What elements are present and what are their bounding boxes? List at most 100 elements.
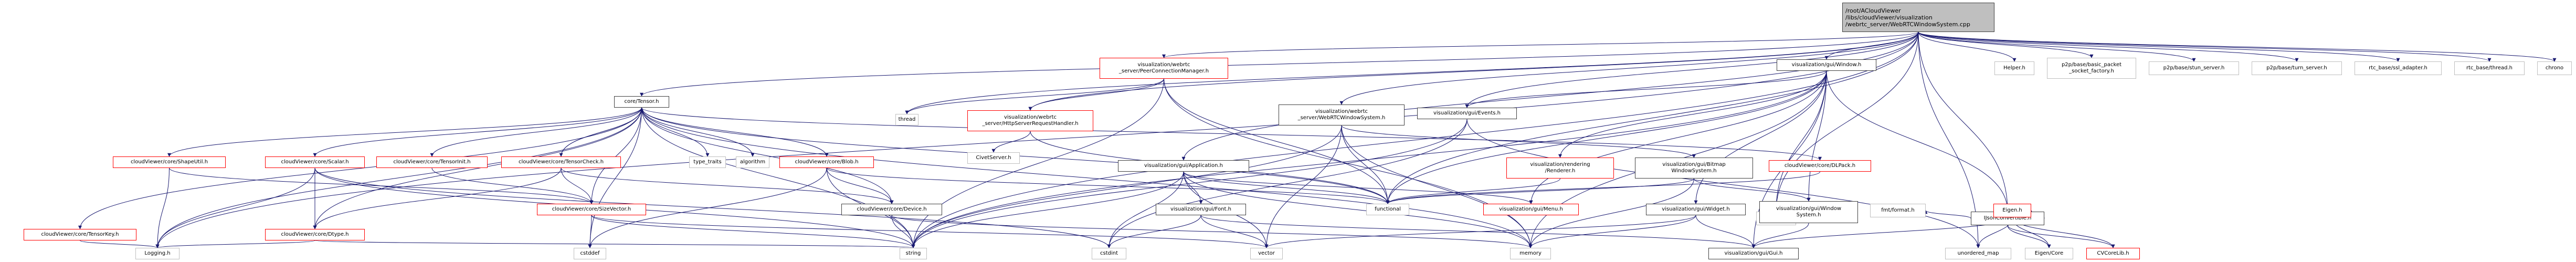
node-bitmap-window-system[interactable]: visualization/gui/Bitmap WindowSystem.h xyxy=(1635,158,1753,179)
edge-root-to-events xyxy=(1465,32,1919,108)
node-root-file[interactable]: /root/ACloudViewer /libs/cloudViewer/vis… xyxy=(1842,3,1994,32)
edge-sizevector-to-cstddef xyxy=(588,215,592,248)
node-gui-window-system[interactable]: visualization/gui/Window System.h xyxy=(1759,201,1858,223)
edge-blob-to-functional xyxy=(826,167,1390,204)
edge-root-to-rthread xyxy=(1918,32,2491,62)
edge-ijson-to-cvcorelib xyxy=(2007,225,2115,248)
edge-root-to-functional xyxy=(1386,32,1919,204)
edge-tensorcheck-to-tensor xyxy=(561,107,643,157)
node-eigen[interactable]: Eigen.h xyxy=(1993,204,2031,217)
node-type-traits[interactable]: type_traits xyxy=(689,156,726,168)
node-tensor-key[interactable]: cloudViewer/core/TensorKey.h xyxy=(24,229,136,240)
edge-tensor-to-cstddef xyxy=(588,107,642,248)
edge-application-to-memory xyxy=(1183,171,1533,248)
node-shape-util[interactable]: cloudViewer/core/ShapeUtil.h xyxy=(113,156,226,168)
node-thread[interactable]: thread xyxy=(895,114,919,125)
node-algorithm[interactable]: algorithm xyxy=(736,156,769,168)
node-webrtc-window-system-h[interactable]: visualization/webrtc _server/WebRTCWindo… xyxy=(1279,104,1405,125)
node-string[interactable]: string xyxy=(900,248,927,259)
node-dtype[interactable]: cloudViewer/core/Dtype.h xyxy=(265,229,365,240)
node-fmt-format[interactable]: fmt/format.h xyxy=(1870,204,1926,217)
node-cstdint[interactable]: cstdint xyxy=(1092,248,1126,259)
node-dlpack[interactable]: cloudViewer/core/DLPack.h xyxy=(1769,160,1871,172)
edge-window-to-string xyxy=(911,70,1827,248)
edge-ijson-to-fmt xyxy=(1924,210,1971,219)
edge-window-to-ijson xyxy=(1826,70,2010,212)
node-core-tensor[interactable]: core/Tensor.h xyxy=(614,96,669,108)
edge-dtype-to-string xyxy=(314,240,915,248)
edge-root-to-http xyxy=(1028,32,1919,111)
node-gui-window[interactable]: visualization/gui/Window.h xyxy=(1777,59,1876,71)
node-gui-application[interactable]: visualization/gui/Application.h xyxy=(1118,160,1249,172)
node-ssl-adapter[interactable]: rtc_base/ssl_adapter.h xyxy=(2355,61,2442,75)
node-turn-server[interactable]: p2p/base/turn_server.h xyxy=(2252,61,2342,75)
edge-widget-to-memory xyxy=(1528,215,1696,248)
edge-widget-to-gui xyxy=(1695,215,1756,248)
node-gui-widget[interactable]: visualization/gui/Widget.h xyxy=(1646,204,1746,215)
edge-root-to-turn xyxy=(1918,32,2299,62)
edge-root-to-string xyxy=(911,32,1919,248)
node-gui-gui[interactable]: visualization/gui/Gui.h xyxy=(1708,248,1799,259)
edge-ijson-to-eigencore xyxy=(2007,225,2051,248)
node-device[interactable]: cloudViewer/core/Device.h xyxy=(841,204,942,215)
edge-tensor-to-device xyxy=(641,107,894,204)
node-gui-menu[interactable]: visualization/gui/Menu.h xyxy=(1483,204,1579,215)
edge-device-to-string xyxy=(891,215,915,248)
edge-tensorcheck-to-dtype xyxy=(313,167,562,229)
edge-font-to-vector xyxy=(1200,215,1269,248)
edge-widget-to-vector xyxy=(1264,215,1696,248)
edge-http-to-civet xyxy=(991,131,1031,153)
node-rtc-thread[interactable]: rtc_base/thread.h xyxy=(2454,61,2525,75)
edge-events-to-umap xyxy=(1466,119,1980,248)
node-size-vector[interactable]: cloudViewer/core/SizeVector.h xyxy=(537,204,646,215)
edge-dtype-to-logging xyxy=(155,240,315,248)
node-unordered-map[interactable]: unordered_map xyxy=(1945,248,2011,259)
edge-peer-to-http xyxy=(1028,78,1164,111)
node-gui-font[interactable]: visualization/gui/Font.h xyxy=(1156,204,1246,215)
edge-peer-to-string xyxy=(911,78,1164,248)
node-http-server-request-handler[interactable]: visualization/webrtc _server/HttpServerR… xyxy=(967,110,1093,131)
edge-root-to-thread xyxy=(905,32,1919,114)
edge-window-to-winsys xyxy=(1807,70,1827,202)
node-stun-server[interactable]: p2p/base/stun_server.h xyxy=(2149,61,2239,75)
edge-blob-to-cstddef xyxy=(588,167,827,248)
node-tensor-init[interactable]: cloudViewer/core/TensorInit.h xyxy=(376,156,488,168)
node-gui-events[interactable]: visualization/gui/Events.h xyxy=(1417,108,1517,119)
node-helper[interactable]: Helper.h xyxy=(1994,61,2034,75)
edge-scalar-to-logging xyxy=(155,167,315,248)
node-logging[interactable]: Logging.h xyxy=(135,248,180,259)
edge-webrtcws-to-bitmapws xyxy=(1341,125,1696,158)
node-eigen-core[interactable]: Eigen/Core xyxy=(2025,248,2073,259)
node-basic-packet-socket-factory[interactable]: p2p/base/basic_packet _socket_factory.h xyxy=(2047,58,2136,79)
node-cstddef[interactable]: cstddef xyxy=(574,248,606,259)
edge-application-to-cstdint xyxy=(1107,171,1184,248)
edge-root-to-peer xyxy=(1162,32,1919,58)
edge-tensor-to-dlpack xyxy=(641,107,1822,161)
edge-window-to-widget xyxy=(1694,70,1827,204)
edge-window-to-functional xyxy=(1386,70,1827,204)
node-civet-server[interactable]: CivetServer.h xyxy=(967,152,1020,164)
node-functional[interactable]: functional xyxy=(1366,204,1409,215)
edge-root-to-helper xyxy=(1918,32,2017,62)
edge-tensorinit-to-sizevector xyxy=(431,167,594,204)
edge-sizevector-to-string xyxy=(591,215,915,248)
edge-winsys-to-gui xyxy=(1751,223,1809,248)
node-vector[interactable]: vector xyxy=(1250,248,1283,259)
node-rendering-renderer[interactable]: visualization/rendering /Renderer.h xyxy=(1506,158,1614,179)
node-tensor-check[interactable]: cloudViewer/core/TensorCheck.h xyxy=(501,156,621,168)
node-scalar[interactable]: cloudViewer/core/Scalar.h xyxy=(265,156,365,168)
edge-tensor-to-scalar xyxy=(313,107,642,157)
node-peer-connection-manager[interactable]: visualization/webrtc _server/PeerConnect… xyxy=(1100,58,1228,79)
node-blob[interactable]: cloudViewer/core/Blob.h xyxy=(779,156,874,168)
edge-events-to-cstdint xyxy=(1107,119,1468,248)
edge-shapeutil-to-logging xyxy=(155,167,170,248)
node-chrono[interactable]: chrono xyxy=(2537,61,2572,75)
edge-window-to-sstream xyxy=(1774,70,1827,212)
node-memory[interactable]: memory xyxy=(1510,248,1551,259)
edge-tensor-to-string xyxy=(641,107,915,248)
node-cvcorelib[interactable]: CVCoreLib.h xyxy=(2086,248,2140,259)
edge-bitmapws-to-functional xyxy=(1386,178,1694,204)
edge-renderer-to-functional xyxy=(1386,178,1560,204)
edge-root-to-bpsf xyxy=(1918,32,2094,58)
